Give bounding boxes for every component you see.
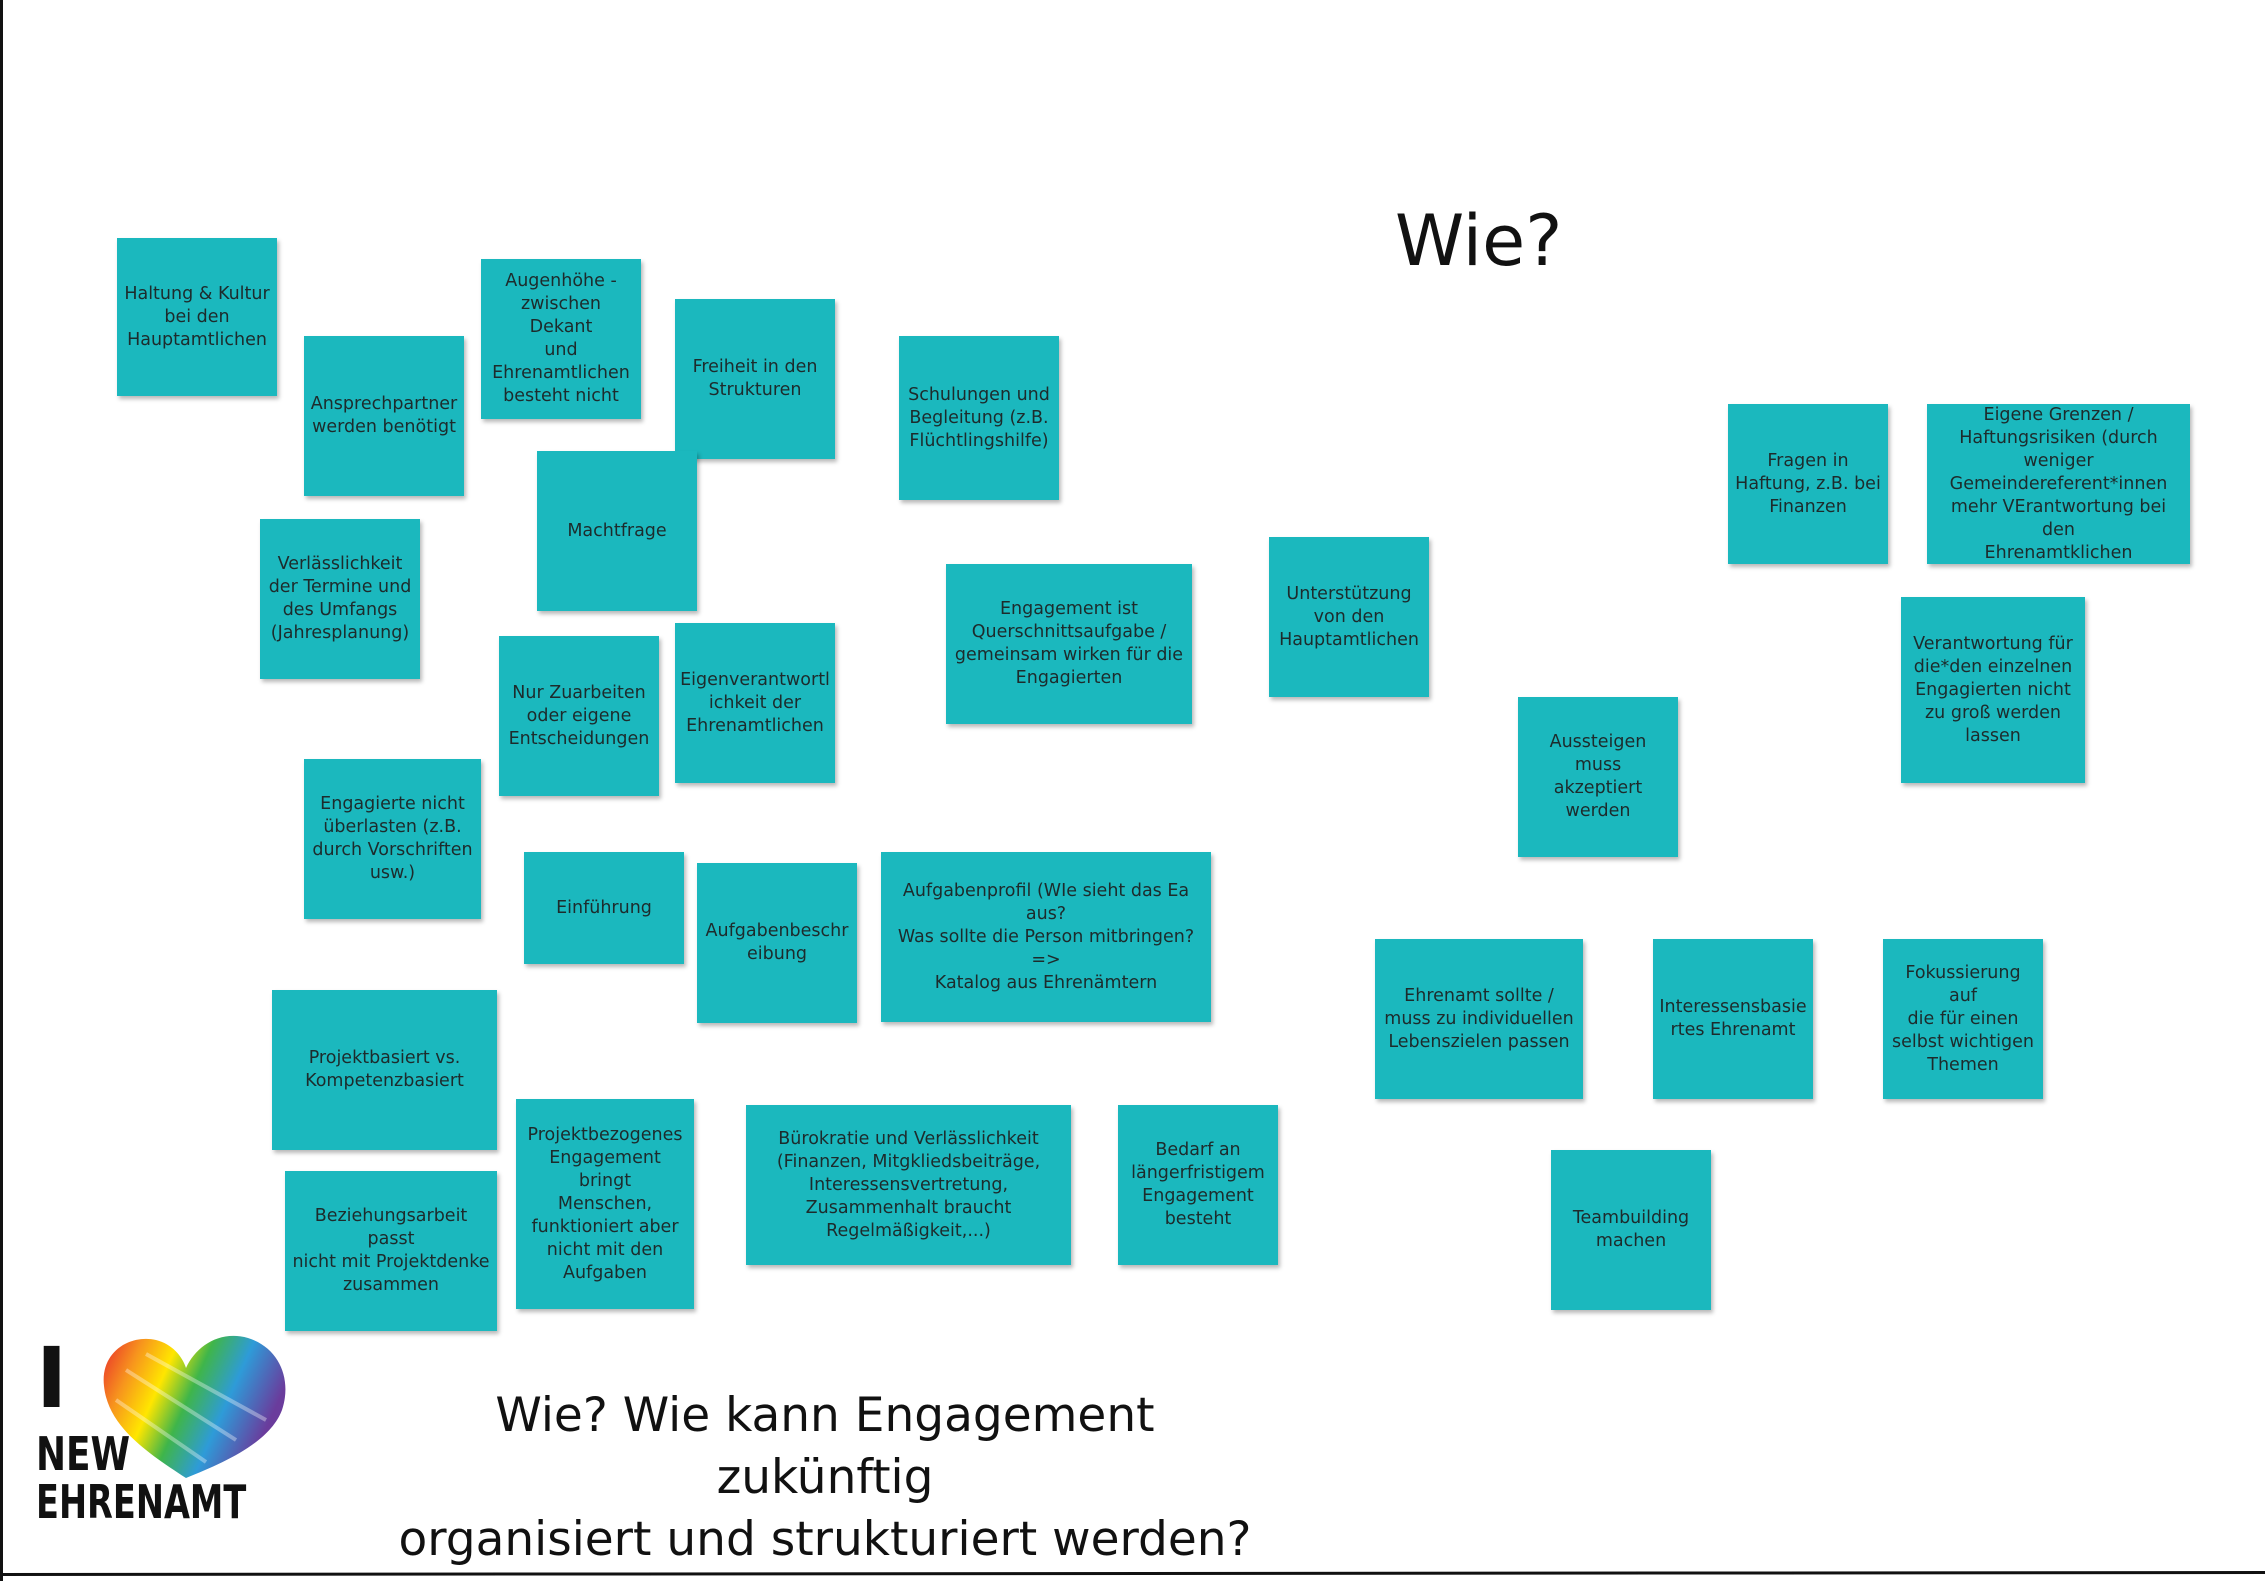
note-text: Bedarf an längerfristigem Engagement bes… xyxy=(1131,1140,1265,1229)
sticky-note[interactable]: Verantwortung für die*den einzelnen Enga… xyxy=(1901,597,2085,783)
sticky-note[interactable]: Einführung xyxy=(524,852,684,964)
note-text: Interessensbasie rtes Ehrenamt xyxy=(1659,997,1807,1040)
note-text: Bürokratie und Verlässlichkeit (Finanzen… xyxy=(776,1128,1041,1241)
sticky-note[interactable]: Projektbasiert vs. Kompetenzbasiert xyxy=(272,990,497,1150)
sticky-note[interactable]: Schulungen und Begleitung (z.B. Flüchtli… xyxy=(899,336,1059,500)
note-text: Projektbasiert vs. Kompetenzbasiert xyxy=(305,1048,464,1091)
sticky-note[interactable]: Ansprechpartner werden benötigt xyxy=(304,336,464,496)
note-text: Unterstützung von den Hauptamtlichen xyxy=(1279,583,1419,650)
note-text: Engagierte nicht überlasten (z.B. durch … xyxy=(312,794,473,883)
note-text: Nur Zuarbeiten oder eigene Entscheidunge… xyxy=(508,682,650,749)
logo-word-ehrenamt: EHRENAMT xyxy=(36,1475,247,1529)
sticky-note[interactable]: Engagierte nicht überlasten (z.B. durch … xyxy=(304,759,481,919)
rainbow-heart-icon xyxy=(103,1335,286,1478)
logo-letter-i: I xyxy=(36,1329,68,1427)
frame-border-bottom xyxy=(0,1571,2265,1576)
sticky-note[interactable]: Nur Zuarbeiten oder eigene Entscheidunge… xyxy=(499,636,659,796)
sticky-note[interactable]: Eigene Grenzen / Haftungsrisiken (durch … xyxy=(1927,404,2190,564)
sticky-note[interactable]: Engagement ist Querschnittsaufgabe / gem… xyxy=(946,564,1192,724)
logo-word-new: NEW xyxy=(36,1427,131,1481)
note-text: Ehrenamt sollte / muss zu individuellen … xyxy=(1384,985,1574,1052)
sticky-note[interactable]: Aufgabenprofil (WIe sieht das Ea aus? Wa… xyxy=(881,852,1211,1022)
sticky-note[interactable]: Bedarf an längerfristigem Engagement bes… xyxy=(1118,1105,1278,1265)
note-text: Aufgabenprofil (WIe sieht das Ea aus? Wa… xyxy=(897,880,1195,993)
sticky-note[interactable]: Augenhöhe - zwischen Dekant und Ehrenamt… xyxy=(481,259,641,419)
frame-border-left xyxy=(0,0,3,1581)
note-text: Aufgabenbeschr eibung xyxy=(705,921,849,964)
note-text: Eigene Grenzen / Haftungsrisiken (durch … xyxy=(1949,404,2168,563)
note-text: Projektbezogenes Engagement bringt Mensc… xyxy=(527,1124,683,1283)
sticky-note[interactable]: Beziehungsarbeit passt nicht mit Projekt… xyxy=(285,1171,497,1331)
note-text: Aussteigen muss akzeptiert werden xyxy=(1549,732,1647,821)
sticky-note[interactable]: Fragen in Haftung, z.B. bei Finanzen xyxy=(1728,404,1888,564)
sticky-note[interactable]: Verlässlichkeit der Termine und des Umfa… xyxy=(260,519,420,679)
note-text: Fokussierung auf die für einen selbst wi… xyxy=(1892,962,2034,1075)
note-text: Augenhöhe - zwischen Dekant und Ehrenamt… xyxy=(492,271,630,406)
sticky-note[interactable]: Haltung & Kultur bei den Hauptamtlichen xyxy=(117,238,277,396)
note-text: Machtfrage xyxy=(567,520,667,541)
board-heading: Wie? xyxy=(1395,200,1563,282)
sticky-note[interactable]: Bürokratie und Verlässlichkeit (Finanzen… xyxy=(746,1105,1071,1265)
note-text: Verlässlichkeit der Termine und des Umfa… xyxy=(268,554,412,643)
sticky-note[interactable]: Projektbezogenes Engagement bringt Mensc… xyxy=(516,1099,694,1309)
sticky-note[interactable]: Machtfrage xyxy=(537,451,697,611)
sticky-note[interactable]: Teambuilding machen xyxy=(1551,1150,1711,1310)
note-text: Engagement ist Querschnittsaufgabe / gem… xyxy=(954,599,1184,688)
note-text: Verantwortung für die*den einzelnen Enga… xyxy=(1913,633,2073,746)
note-text: Einführung xyxy=(556,897,652,918)
sticky-note[interactable]: Aussteigen muss akzeptiert werden xyxy=(1518,697,1678,857)
note-text: Eigenverantwortl ichkeit der Ehrenamtlic… xyxy=(680,669,830,736)
note-text: Teambuilding machen xyxy=(1572,1208,1690,1251)
sticky-note[interactable]: Interessensbasie rtes Ehrenamt xyxy=(1653,939,1813,1099)
sticky-note[interactable]: Ehrenamt sollte / muss zu individuellen … xyxy=(1375,939,1583,1099)
sticky-note[interactable]: Eigenverantwortl ichkeit der Ehrenamtlic… xyxy=(675,623,835,783)
sticky-note[interactable]: Unterstützung von den Hauptamtlichen xyxy=(1269,537,1429,697)
sticky-note[interactable]: Freiheit in den Strukturen xyxy=(675,299,835,459)
guiding-question: Wie? Wie kann Engagement zukünftig organ… xyxy=(398,1388,1252,1567)
note-text: Fragen in Haftung, z.B. bei Finanzen xyxy=(1735,450,1881,517)
note-text: Haltung & Kultur bei den Hauptamtlichen xyxy=(124,283,270,350)
sticky-note[interactable]: Fokussierung auf die für einen selbst wi… xyxy=(1883,939,2043,1099)
logo: I NEW EHRENAMT xyxy=(36,1329,286,1535)
sticky-note[interactable]: Aufgabenbeschr eibung xyxy=(697,863,857,1023)
note-text: Freiheit in den Strukturen xyxy=(692,357,818,400)
note-text: Beziehungsarbeit passt nicht mit Projekt… xyxy=(292,1206,490,1295)
note-text: Schulungen und Begleitung (z.B. Flüchtli… xyxy=(908,384,1050,451)
note-text: Ansprechpartner werden benötigt xyxy=(310,394,458,437)
